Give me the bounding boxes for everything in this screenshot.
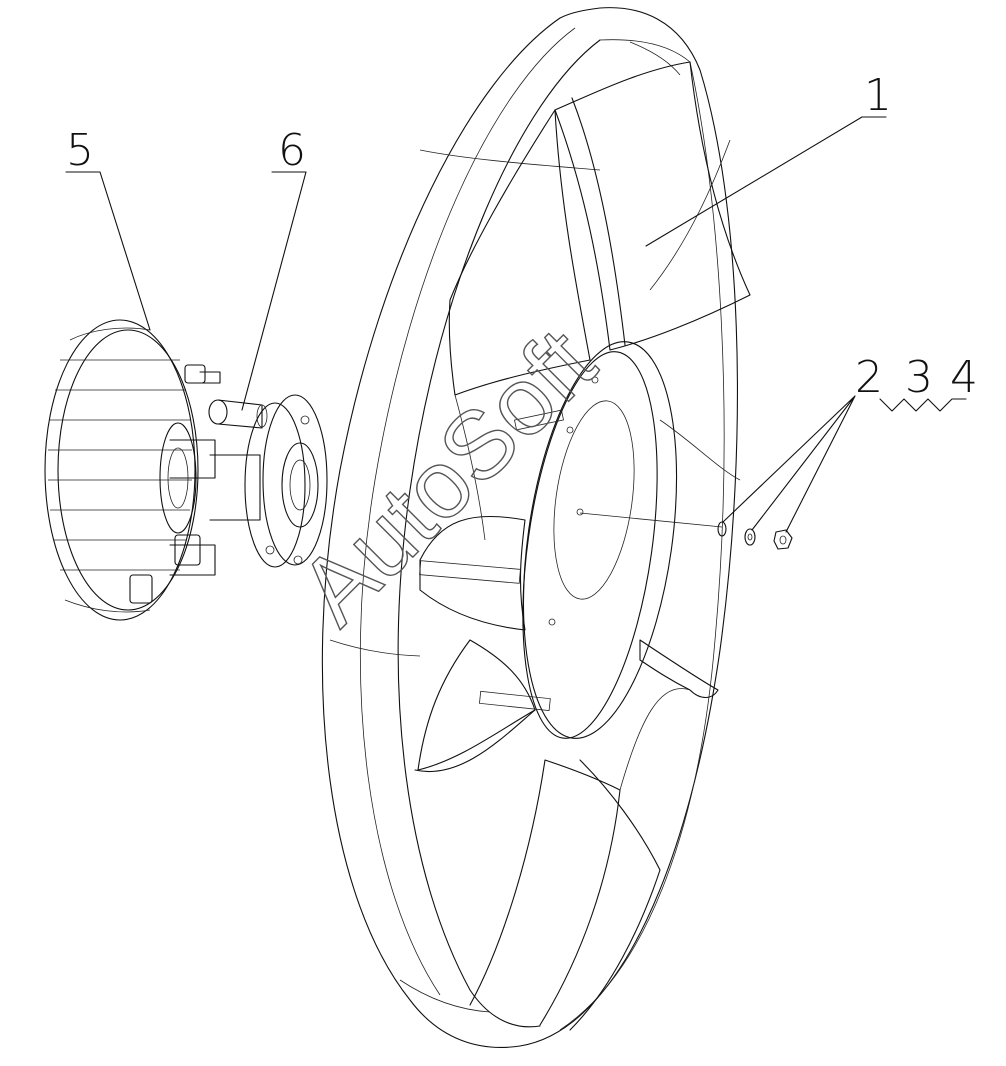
washer-3 xyxy=(744,528,756,546)
leader-5 xyxy=(65,171,151,331)
bolt xyxy=(208,399,268,429)
callout-labels: 1 2 3 4 5 6 xyxy=(66,70,978,403)
callout-1: 1 xyxy=(864,70,892,121)
leader-lines xyxy=(65,116,967,533)
callout-3: 3 xyxy=(905,352,933,403)
fan-clutch xyxy=(44,319,221,621)
callout-bracket xyxy=(879,398,967,412)
fan-blades xyxy=(414,61,751,1031)
watermark-text: AutoSoft xyxy=(279,309,615,645)
callout-4: 4 xyxy=(950,352,978,403)
leader-2-3-4 xyxy=(722,395,856,533)
fan-hub xyxy=(419,341,678,739)
leader-6 xyxy=(241,171,307,411)
leader-1 xyxy=(645,116,887,247)
callout-6: 6 xyxy=(278,125,306,176)
hub-spacer xyxy=(209,394,328,568)
fan-assembly xyxy=(321,7,751,1049)
nut-4 xyxy=(773,529,793,550)
fastener-set xyxy=(717,521,793,550)
washer-2 xyxy=(717,521,727,537)
callout-2: 2 xyxy=(855,352,883,403)
callout-5: 5 xyxy=(66,125,94,176)
